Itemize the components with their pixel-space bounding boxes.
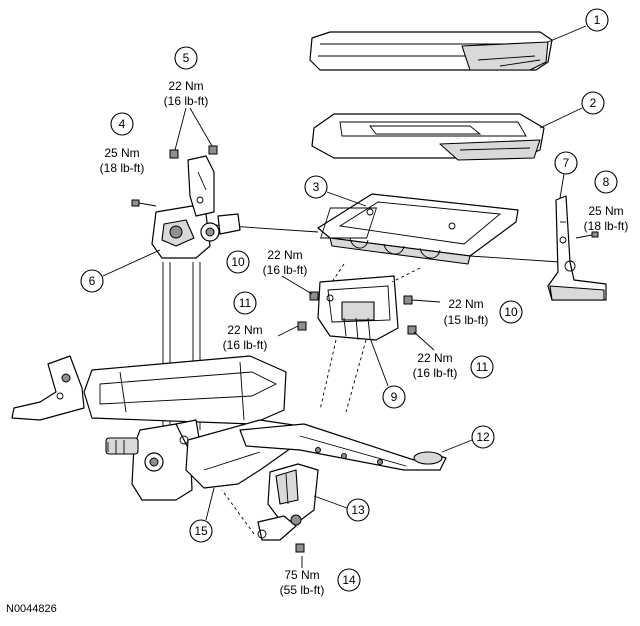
right-recliner-bracket <box>547 195 607 301</box>
buckle-nut <box>295 543 305 553</box>
callout-8: 8 <box>603 175 610 189</box>
recliner-mechanism <box>151 155 241 259</box>
bolts-recliner-upper <box>169 145 218 159</box>
cushion-frame <box>317 193 519 265</box>
torque-4-lbft: (18 lb-ft) <box>100 161 145 175</box>
callout-11-left: 11 <box>239 296 252 310</box>
torque-11a-nm: 22 Nm <box>227 323 262 337</box>
callout-10-left: 10 <box>231 255 245 269</box>
bolt-recliner-side <box>131 199 157 207</box>
callout-14: 14 <box>342 573 356 587</box>
callout-7: 7 <box>563 156 570 170</box>
torque-5-lbft: (16 lb-ft) <box>164 94 209 108</box>
torque-10a-lbft: (16 lb-ft) <box>263 263 308 277</box>
torque-14-lbft: (55 lb-ft) <box>280 583 325 597</box>
torque-10b-lbft: (15 lb-ft) <box>444 313 489 327</box>
callout-6: 6 <box>89 274 96 288</box>
torque-11a-lbft: (16 lb-ft) <box>223 338 268 352</box>
lower-seat-assembly <box>11 355 287 501</box>
torque-8-nm: 25 Nm <box>588 204 623 218</box>
callout-5: 5 <box>183 51 190 65</box>
callout-3: 3 <box>313 180 320 194</box>
callout-10-right: 10 <box>504 305 518 319</box>
seat-cushion-cover <box>309 31 553 71</box>
torque-4-nm: 25 Nm <box>104 146 139 160</box>
figure-id: N0044826 <box>6 603 57 615</box>
seat-belt-buckle <box>257 463 319 541</box>
callout-13: 13 <box>351 503 365 517</box>
callout-2: 2 <box>590 96 597 110</box>
callout-12: 12 <box>476 430 490 444</box>
torque-11b-lbft: (16 lb-ft) <box>413 366 458 380</box>
callouts: 1 2 3 4 5 6 7 8 9 10 <box>80 8 618 592</box>
seat-track-bracket <box>317 275 399 341</box>
callout-1: 1 <box>594 13 601 27</box>
torque-11b-nm: 22 Nm <box>417 351 452 365</box>
seat-cushion-pad <box>311 113 545 161</box>
torque-10b-nm: 22 Nm <box>448 297 483 311</box>
torque-10a-nm: 22 Nm <box>267 248 302 262</box>
callout-15: 15 <box>194 524 208 538</box>
torque-8-lbft: (18 lb-ft) <box>584 219 629 233</box>
seat-mounting-rail <box>239 423 447 471</box>
callout-4: 4 <box>119 117 126 131</box>
torque-14-nm: 75 Nm <box>284 568 319 582</box>
torque-labels: 22 Nm (16 lb-ft) 25 Nm (18 lb-ft) 25 Nm … <box>100 79 629 597</box>
callout-11-right: 11 <box>476 360 489 374</box>
torque-5-nm: 22 Nm <box>168 79 203 93</box>
callout-9: 9 <box>391 390 398 404</box>
